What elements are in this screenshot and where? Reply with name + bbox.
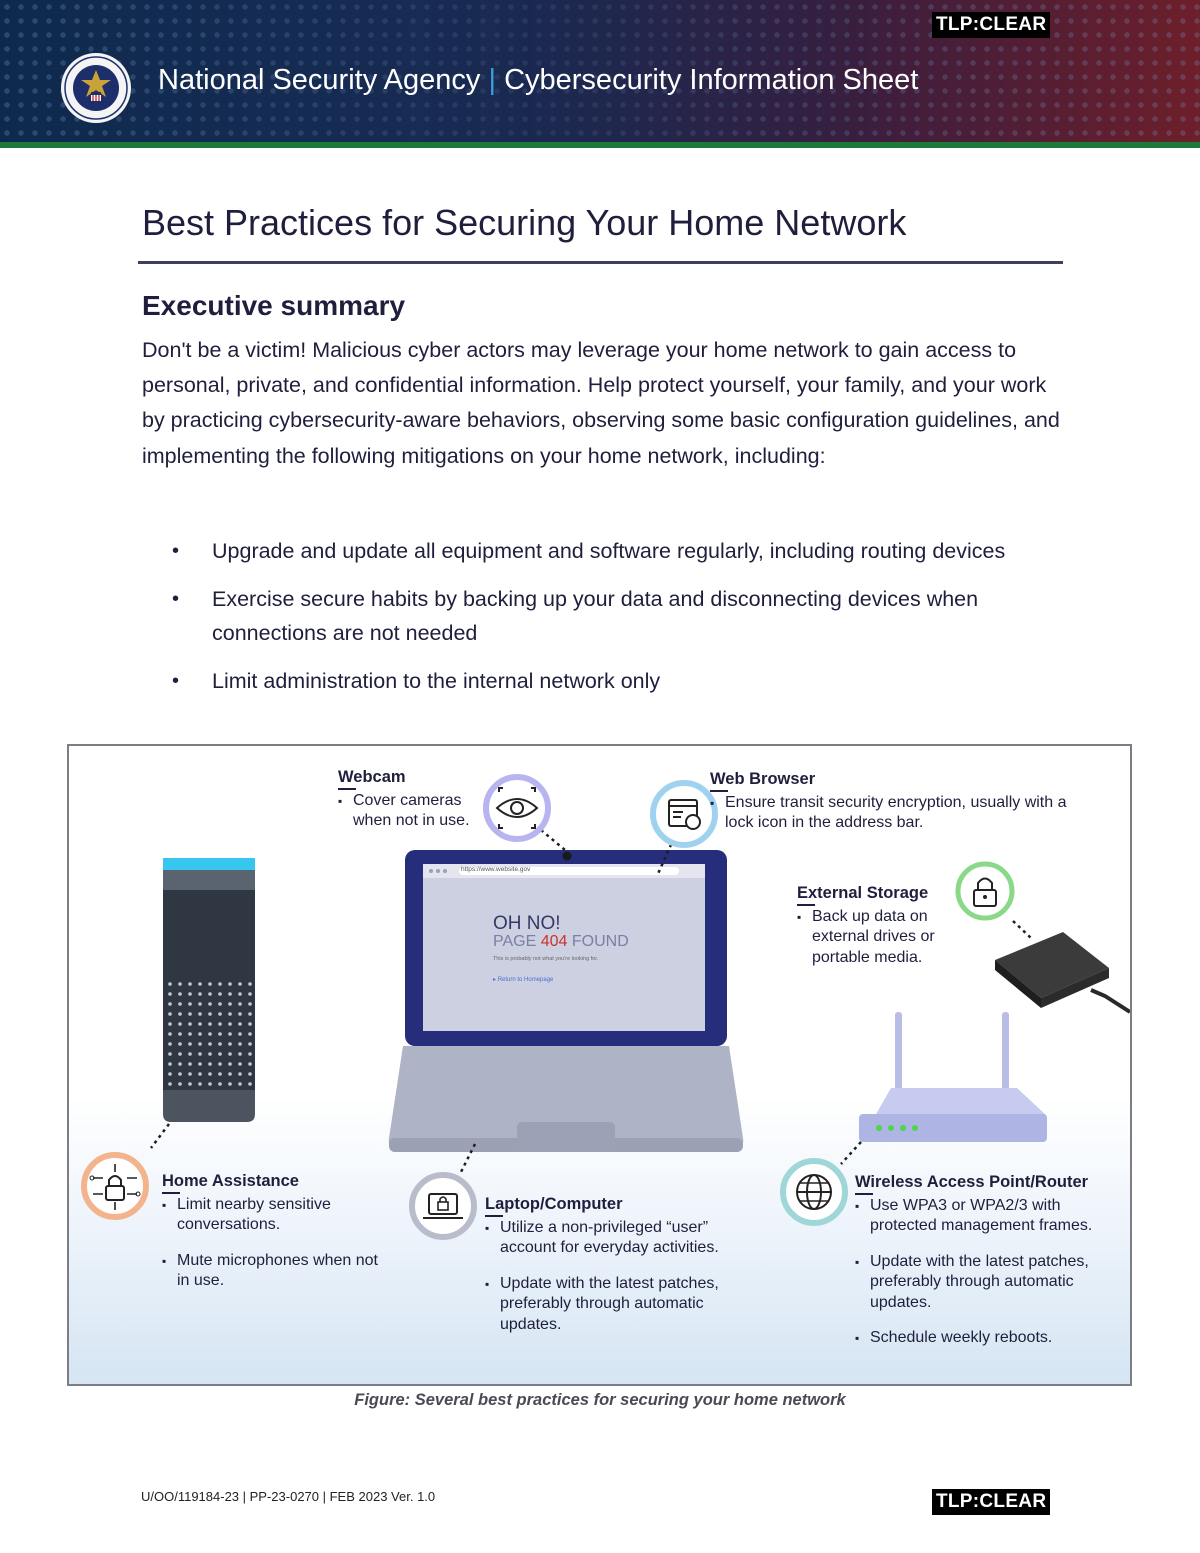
callout-laptop: Laptop/Computer Utilize a non-privileged… bbox=[485, 1194, 753, 1335]
callout-webcam: Webcam Cover cameras when not in use. bbox=[338, 767, 498, 832]
home-network-figure: https://www.website.gov OH NO! PAGE 404 … bbox=[67, 744, 1132, 1386]
banner-title: National Security Agency | Cybersecurity… bbox=[158, 64, 918, 97]
section-heading: Executive summary bbox=[142, 290, 406, 321]
list-item: Limit administration to the internal net… bbox=[172, 664, 1072, 698]
document-id: U/OO/119184-23 | PP-23-0270 | FEB 2023 V… bbox=[141, 1489, 436, 1504]
callout-item: Update with the latest patches, preferab… bbox=[855, 1252, 1127, 1314]
callout-item: Schedule weekly reboots. bbox=[855, 1328, 1127, 1349]
callout-web-browser: Web Browser Ensure transit security encr… bbox=[710, 769, 1070, 834]
callout-item: Back up data on external drives or porta… bbox=[797, 907, 959, 969]
callout-title: Wireless Access Point/Router bbox=[855, 1172, 1088, 1195]
external-drive bbox=[995, 932, 1130, 1014]
callout-item: Ensure transit security encryption, usua… bbox=[710, 793, 1070, 834]
circuit-lock-icon bbox=[81, 1152, 149, 1220]
callout-item: Mute microphones when not in use. bbox=[162, 1251, 387, 1292]
error-heading: OH NO! bbox=[493, 913, 561, 934]
summary-bullet-list: Upgrade and update all equipment and sof… bbox=[172, 534, 1072, 712]
smart-speaker bbox=[163, 858, 255, 1122]
list-item: Exercise secure habits by backing up you… bbox=[172, 582, 1072, 650]
router bbox=[859, 1012, 1047, 1142]
globe-icon bbox=[780, 1158, 848, 1226]
padlock-icon bbox=[955, 861, 1015, 921]
error-line: PAGE 404 FOUND bbox=[493, 933, 629, 950]
agency-name: National Security Agency bbox=[158, 64, 481, 96]
callout-title: External Storage bbox=[797, 883, 928, 906]
summary-paragraph: Don't be a victim! Malicious cyber actor… bbox=[142, 338, 1060, 468]
return-homepage-link[interactable]: ▸ Return to Homepage bbox=[493, 977, 554, 983]
callout-item: Cover cameras when not in use. bbox=[338, 791, 498, 832]
callout-item: Use WPA3 or WPA2/3 with protected manage… bbox=[855, 1196, 1127, 1237]
tlp-badge-top: TLP:CLEAR bbox=[932, 12, 1051, 38]
callout-router: Wireless Access Point/Router Use WPA3 or… bbox=[855, 1172, 1127, 1349]
title-divider bbox=[138, 261, 1063, 264]
browser-url: https://www.website.gov bbox=[461, 866, 531, 873]
callout-item: Limit nearby sensitive conversations. bbox=[162, 1195, 387, 1236]
browser-lock-icon bbox=[650, 780, 718, 848]
tlp-badge-bottom: TLP:CLEAR bbox=[932, 1489, 1051, 1515]
list-item: Upgrade and update all equipment and sof… bbox=[172, 534, 1072, 568]
nsa-seal-icon bbox=[61, 53, 131, 123]
laptop-lock-icon bbox=[409, 1172, 477, 1240]
laptop-illustration bbox=[388, 850, 744, 1152]
header-stripe bbox=[0, 142, 1200, 148]
document-type: Cybersecurity Information Sheet bbox=[504, 64, 919, 96]
callout-home-assistance: Home Assistance Limit nearby sensitive c… bbox=[162, 1171, 387, 1292]
error-code: 404 bbox=[540, 933, 568, 950]
error-subtext: This is probably not what you're looking… bbox=[493, 956, 599, 962]
callout-item: Utilize a non-privileged “user” account … bbox=[485, 1218, 753, 1259]
page-title: Best Practices for Securing Your Home Ne… bbox=[142, 202, 907, 243]
callout-title: Laptop/Computer bbox=[485, 1194, 623, 1217]
callout-item: Update with the latest patches, preferab… bbox=[485, 1274, 753, 1336]
callout-title: Web Browser bbox=[710, 769, 815, 792]
callout-external-storage: External Storage Back up data on externa… bbox=[797, 883, 959, 968]
figure-caption: Figure: Several best practices for secur… bbox=[354, 1391, 846, 1409]
title-separator: | bbox=[488, 64, 497, 96]
figure-illustration bbox=[81, 774, 1130, 1240]
eye-icon bbox=[483, 774, 551, 842]
callout-title: Webcam bbox=[338, 767, 406, 790]
callout-title: Home Assistance bbox=[162, 1171, 299, 1194]
